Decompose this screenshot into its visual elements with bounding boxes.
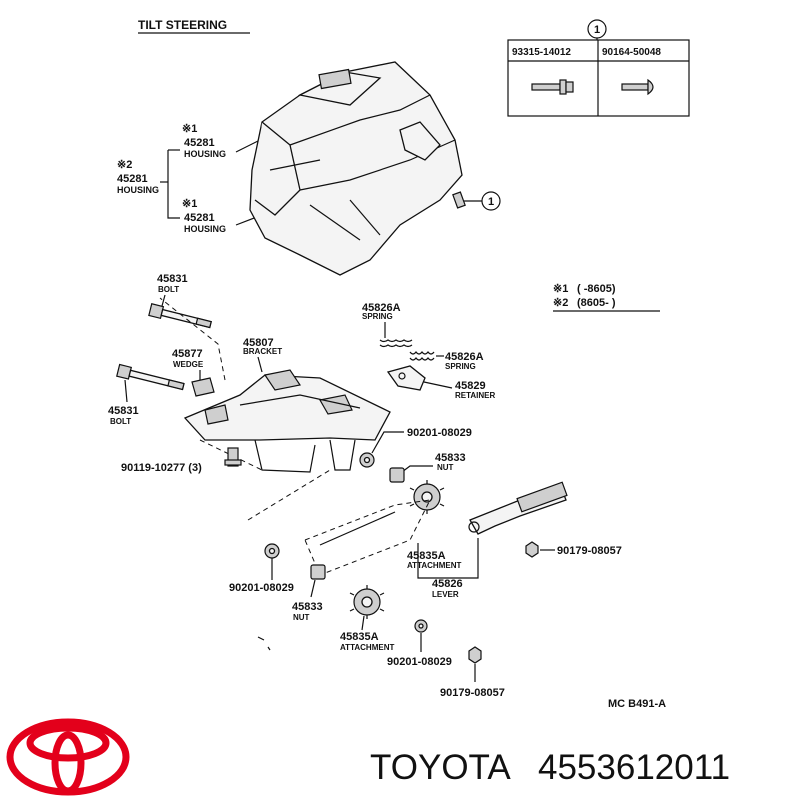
- steering-column-housing: [249, 61, 463, 276]
- spring-right: [409, 351, 435, 361]
- lever: [468, 481, 568, 535]
- screw-ref-circle: [481, 191, 501, 211]
- toyota-logo-icon: [6, 718, 130, 796]
- housing3-mark: ※1: [182, 198, 197, 210]
- nut-bottom-part: 45833: [292, 601, 323, 613]
- lever-part: 45826: [432, 578, 463, 590]
- retainer-part: 45829: [455, 380, 486, 392]
- bolt-top-part: 45831: [157, 273, 188, 285]
- screw-set-part: 90119-10277 (3): [121, 462, 202, 474]
- bolt-bottom-name: BOLT: [110, 417, 131, 426]
- housing3-name: HOUSING: [184, 224, 226, 234]
- lever-name: LEVER: [432, 590, 459, 599]
- note1-text: ( -8605): [577, 283, 616, 295]
- housing2-name: HOUSING: [117, 185, 159, 195]
- bracket-name: BRACKET: [243, 347, 282, 356]
- screw-icon: [621, 78, 654, 96]
- attachment-bottom-gear: [349, 585, 385, 619]
- notes: ※1 ( -8605) ※2 (8605- ): [553, 283, 660, 312]
- ref-table-col2: 90164-50048: [602, 47, 661, 58]
- attachment-bottom-name: ATTACHMENT: [340, 643, 394, 652]
- brand-name: TOYOTA: [370, 748, 511, 787]
- nut-bottom: [310, 564, 326, 580]
- washer-top-part: 90201-08029: [407, 427, 472, 439]
- nut-right: [525, 541, 539, 558]
- housing2-part: 45281: [117, 173, 148, 185]
- housing3-part: 45281: [184, 212, 215, 224]
- attachment-top-part: 45835A: [407, 550, 446, 562]
- washer-left-part: 90201-08029: [229, 582, 294, 594]
- washer-left: [264, 543, 280, 559]
- note2-mark: ※2: [553, 297, 568, 309]
- diagram-code: MC B491-A: [608, 698, 666, 710]
- housing-screw: 1: [452, 191, 501, 211]
- retainer-name: RETAINER: [455, 391, 496, 400]
- spring-right-part: 45826A: [445, 351, 484, 363]
- washer-bottom: [414, 619, 428, 633]
- housing2-mark: ※2: [117, 159, 132, 171]
- wedge-part: 45877: [172, 348, 203, 360]
- bolt-top-name: BOLT: [158, 285, 179, 294]
- nut-lower-part: 90179-08057: [440, 687, 505, 699]
- screw-set: [224, 447, 242, 467]
- spring-top-name: SPRING: [362, 312, 393, 321]
- nut-top-part: 45833: [435, 452, 466, 464]
- reference-table: 1 93315-14012 90164-50048: [507, 19, 690, 117]
- wedge-name: WEDGE: [173, 360, 204, 369]
- bracket: [159, 297, 391, 473]
- bolt-bottom-part: 45831: [108, 405, 139, 417]
- spring-top: [379, 339, 413, 348]
- bracket-part: 45807: [243, 337, 274, 349]
- bolt-top: [148, 303, 212, 329]
- nut-top: [389, 467, 405, 483]
- flange-bolt-icon: [531, 79, 574, 95]
- washer-top: [359, 452, 375, 468]
- ref-marker-text: 1: [594, 24, 600, 36]
- diagram-title: TILT STEERING: [138, 18, 227, 32]
- spring-top-part: 45826A: [362, 302, 401, 314]
- retainer: [386, 365, 426, 391]
- spring-right-name: SPRING: [445, 362, 476, 371]
- clip-marks: [257, 636, 271, 651]
- housing1-name: HOUSING: [184, 149, 226, 159]
- attachment-top-name: ATTACHMENT: [407, 561, 461, 570]
- bolt-bottom: [116, 363, 185, 391]
- note2-text: (8605- ): [577, 297, 616, 309]
- nut-right-part: 90179-08057: [557, 545, 622, 557]
- attachment-bottom-part: 45835A: [340, 631, 379, 643]
- part-number: 4553612011: [538, 748, 730, 787]
- note1-mark: ※1: [553, 283, 568, 295]
- ref-table-col1: 93315-14012: [512, 47, 571, 58]
- washer-bottom-part: 90201-08029: [387, 656, 452, 668]
- attachment-top-gear: [409, 480, 445, 514]
- housing1-mark: ※1: [182, 123, 197, 135]
- housing1-part: 45281: [184, 137, 215, 149]
- wedge: [191, 377, 215, 397]
- nut-top-name: NUT: [437, 463, 454, 472]
- nut-lower: [468, 646, 482, 664]
- screw-ref-text: 1: [488, 196, 494, 208]
- nut-bottom-name: NUT: [293, 613, 310, 622]
